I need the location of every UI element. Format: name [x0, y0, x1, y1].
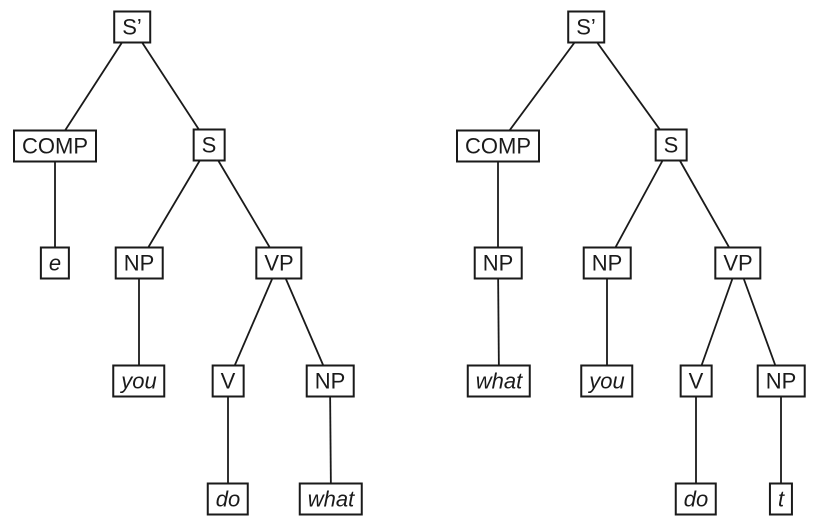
tree-node-v: V — [679, 364, 713, 398]
tree-edge — [670, 144, 739, 264]
tree-edge — [329, 380, 332, 500]
tree-node-np-comp: NP — [473, 246, 523, 280]
tree-node-s: S — [192, 128, 226, 162]
tree-node-np-object: NP — [756, 364, 806, 398]
tree-node-t: t — [768, 482, 794, 516]
tree-edge — [695, 262, 739, 382]
tree-edge — [585, 26, 672, 146]
tree-edge — [606, 144, 672, 264]
tree-node-np-subject: NP — [582, 246, 632, 280]
tree-node-comp: COMP — [13, 129, 97, 163]
tree-edge — [278, 262, 331, 382]
tree-edge — [208, 144, 280, 264]
tree-node-vp: VP — [255, 246, 303, 280]
tree-node-s: S — [654, 128, 688, 162]
tree-node-np-object: NP — [305, 364, 355, 398]
tree-node-s-prime: S’ — [567, 10, 605, 44]
tree-edge — [54, 26, 133, 147]
tree-node-do: do — [206, 482, 250, 516]
tree-edge — [497, 262, 500, 382]
tree-node-do: do — [674, 482, 718, 516]
tree-edge — [138, 144, 210, 264]
tree-node-s-prime: S’ — [113, 10, 151, 44]
tree-node-comp: COMP — [456, 129, 540, 163]
tree-node-np-subject: NP — [114, 246, 164, 280]
tree-node-v: V — [211, 364, 245, 398]
tree-edge — [737, 262, 782, 382]
tree-node-you: you — [112, 364, 166, 398]
tree-node-you: you — [580, 364, 634, 398]
tree-node-what: what — [466, 364, 532, 398]
tree-node-e: e — [39, 246, 71, 280]
tree-edge — [497, 26, 587, 147]
tree-edge — [227, 262, 280, 382]
tree-edge — [131, 26, 210, 146]
tree-node-what: what — [298, 482, 364, 516]
tree-node-vp: VP — [714, 246, 762, 280]
